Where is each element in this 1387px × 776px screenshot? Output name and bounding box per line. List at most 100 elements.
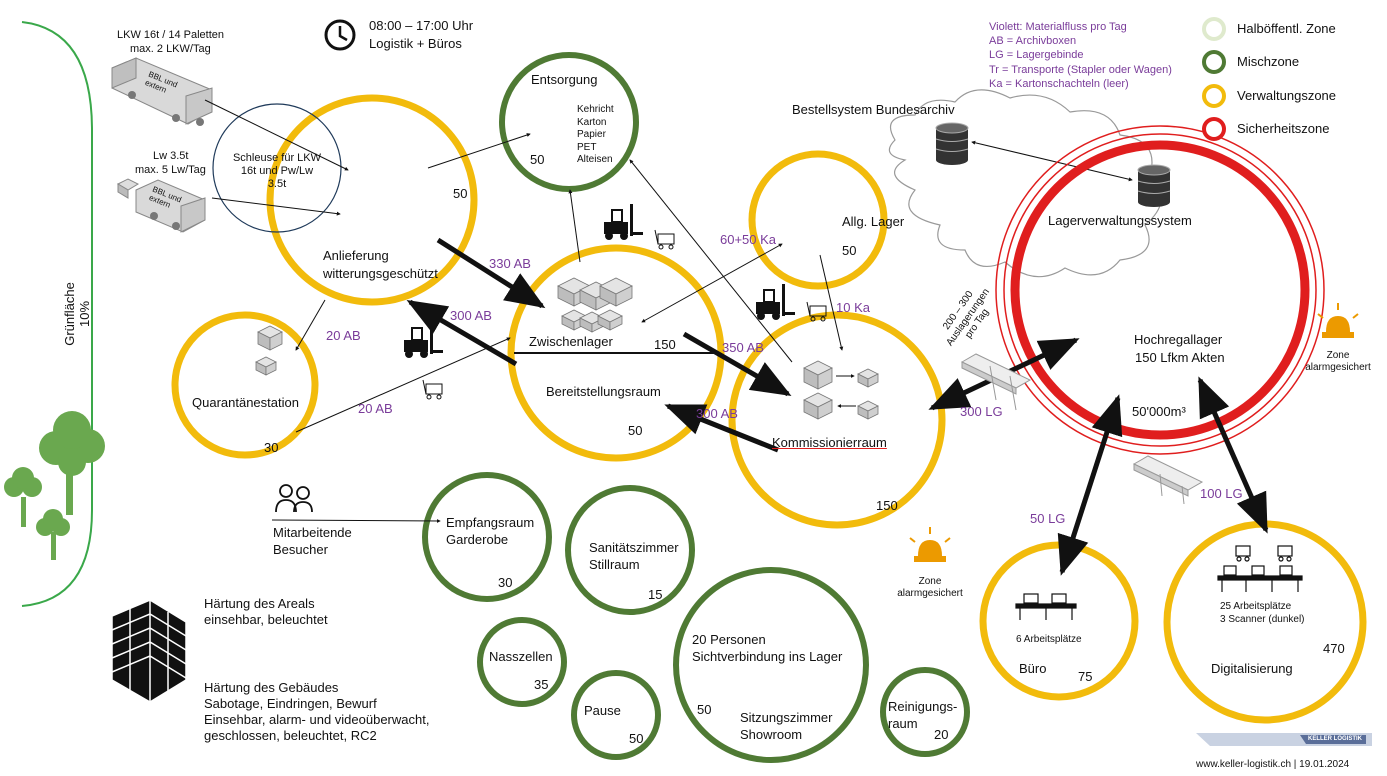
legend-notes: Violett: Materialfluss pro Tag AB = Arch…	[989, 20, 1172, 91]
flow-lw-arrow	[211, 197, 341, 216]
empfang-num: 30	[498, 575, 513, 590]
hardening-line: geschlossen, beleuchtet, RC2	[204, 728, 377, 743]
legend-circle-verwaltung	[1202, 84, 1226, 108]
trolley-icon-3	[422, 379, 443, 400]
legend-zone-halboeffentlich: Halböffentl. Zone	[1237, 21, 1336, 36]
hochregal-volume: 50'000m³	[1132, 404, 1186, 419]
trees-icon	[4, 411, 105, 560]
entsorgung-item: PET	[577, 141, 597, 153]
room-anlieferung-circle	[266, 94, 478, 306]
conveyor-icon-2	[1132, 455, 1204, 505]
flow-label-50lg: 50 LG	[1030, 511, 1066, 526]
room-nasszellen-circle	[477, 617, 567, 707]
reinigung-num: 20	[934, 727, 949, 742]
box-icon-quarantaene	[255, 325, 283, 376]
hochregal-label: Hochregallager	[1134, 332, 1223, 347]
nasszellen-num: 35	[534, 677, 549, 692]
hardening-building: Härtung des Gebäudes Sabotage, Eindringe…	[204, 680, 429, 744]
kommission-label: Kommissionierraum	[772, 435, 887, 450]
forklift-icon-2	[756, 284, 795, 320]
brick-wall-icon	[111, 599, 187, 703]
sanitaet-label2: Stillraum	[589, 557, 640, 572]
entsorgung-item: Alteisen	[577, 154, 613, 165]
flow-arrow-50lg	[1057, 394, 1123, 576]
db-link-arrow	[971, 140, 1133, 182]
legend-zone-sicherheit: Sicherheitszone	[1237, 121, 1330, 136]
truck-icon-lw	[116, 178, 206, 233]
legend-zone-verwaltung: Verwaltungszone	[1237, 88, 1337, 103]
forklift-icon-1	[604, 204, 643, 240]
footer-logo-text: KELLER LOGISTIK	[1308, 736, 1362, 742]
entsorgung-items: Kehricht Karton Papier PET Alteisen	[577, 104, 614, 167]
box-stack-icon-zwischen	[557, 277, 633, 333]
alarm-line: Zone	[1326, 350, 1350, 361]
flow-label-330ab: 330 AB	[489, 256, 531, 271]
flow-label-300ab-b: 300 AB	[696, 406, 738, 421]
room-sanitaet-circle	[565, 485, 695, 615]
alarm-beacon-icon-middle	[909, 527, 951, 562]
flow-allglager-kommission	[819, 254, 844, 351]
lw-line1: Lw 3.5t	[153, 150, 189, 162]
cloud-title: Bestellsystem Bundesarchiv	[792, 102, 955, 117]
green-area-border	[21, 21, 93, 607]
allg-lager-label: Allg. Lager	[842, 214, 905, 229]
database-icon-bundesarchiv	[935, 122, 969, 165]
digital-num: 470	[1323, 641, 1345, 656]
flow-anlieferung-entsorgung	[427, 133, 531, 169]
room-allg-lager-circle	[748, 150, 888, 290]
flow-arrow-100lg	[1197, 376, 1269, 534]
kommission-num: 150	[876, 498, 898, 513]
footer-text[interactable]: www.keller-logistik.ch | 19.01.2024	[1196, 759, 1350, 770]
flow-arrow-300ab-a	[406, 299, 518, 367]
room-empfang-circle	[422, 472, 552, 602]
sanitaet-num: 15	[648, 587, 663, 602]
flow-zwischen-allglager	[641, 243, 783, 323]
digital-sub2: 3 Scanner (dunkel)	[1220, 614, 1305, 625]
legend-note: Ka = Kartonschachteln (leer)	[989, 77, 1129, 90]
alarm-line: alarmgesichert	[897, 588, 963, 599]
anlieferung-label2: witterungsgeschützt	[323, 266, 438, 281]
buero-sub: 6 Arbeitsplätze	[1016, 634, 1082, 645]
sitzung-label4: Showroom	[740, 727, 803, 742]
flow-label-20ab-b: 20 AB	[358, 401, 393, 416]
lvs-label: Lagerverwaltungssystem	[1048, 213, 1192, 228]
hardening-line: Einsehbar, alarm- und videoüberwacht,	[204, 712, 430, 727]
people-icon	[275, 484, 313, 513]
flow-label-60ka: 60+50 Ka	[720, 232, 777, 247]
bereitstellung-label: Bereitstellungsraum	[546, 384, 661, 399]
flow-label-100lg: 100 LG	[1200, 486, 1243, 501]
sanitaet-label1: Sanitätszimmer	[589, 540, 679, 555]
truck-icon-lkw	[111, 57, 213, 126]
alarm-line: Zone	[918, 576, 942, 587]
entsorgung-item: Kehricht	[577, 104, 614, 115]
sitzung-num: 50	[697, 702, 712, 717]
legend-note: LG = Lagergebinde	[989, 49, 1084, 62]
keller-logo	[1196, 733, 1372, 746]
alarm-label-middle: Zone alarmgesichert	[888, 576, 972, 600]
lkw-line2: max. 2 LKW/Tag	[130, 43, 211, 55]
bereitstellung-num: 50	[628, 423, 643, 438]
flow-arrow-330ab	[436, 237, 546, 309]
flow-label-350ab: 350 AB	[722, 340, 764, 355]
alarm-beacon-icon-right	[1317, 303, 1359, 338]
flow-people-empfang	[271, 518, 441, 523]
pause-label: Pause	[584, 703, 621, 718]
legend-note: AB = Archivboxen	[989, 35, 1077, 48]
zwischenlager-num: 150	[654, 337, 676, 352]
legend-note: Violett: Materialfluss pro Tag	[989, 21, 1127, 33]
entsorgung-label: Entsorgung	[531, 72, 598, 87]
alarm-line: alarmgesichert	[1305, 362, 1371, 373]
sitzung-label1: 20 Personen	[692, 632, 766, 647]
trolley-icon-1	[654, 229, 675, 250]
hochregal-capacity: 150 Lfkm Akten	[1135, 350, 1225, 365]
header-subtitle: Logistik + Büros	[369, 36, 462, 51]
anlieferung-num: 50	[453, 186, 468, 201]
sitzung-label3: Sitzungszimmer	[740, 710, 833, 725]
people-line1: Mitarbeitende	[273, 525, 352, 540]
alarm-label-right: Zone alarmgesichert	[1296, 350, 1380, 374]
lkw-line1: LKW 16t / 14 Paletten	[117, 29, 225, 41]
legend-zone-misch: Mischzone	[1237, 54, 1300, 69]
nasszellen-label: Nasszellen	[489, 649, 553, 664]
reinigung-label2: raum	[888, 716, 918, 731]
